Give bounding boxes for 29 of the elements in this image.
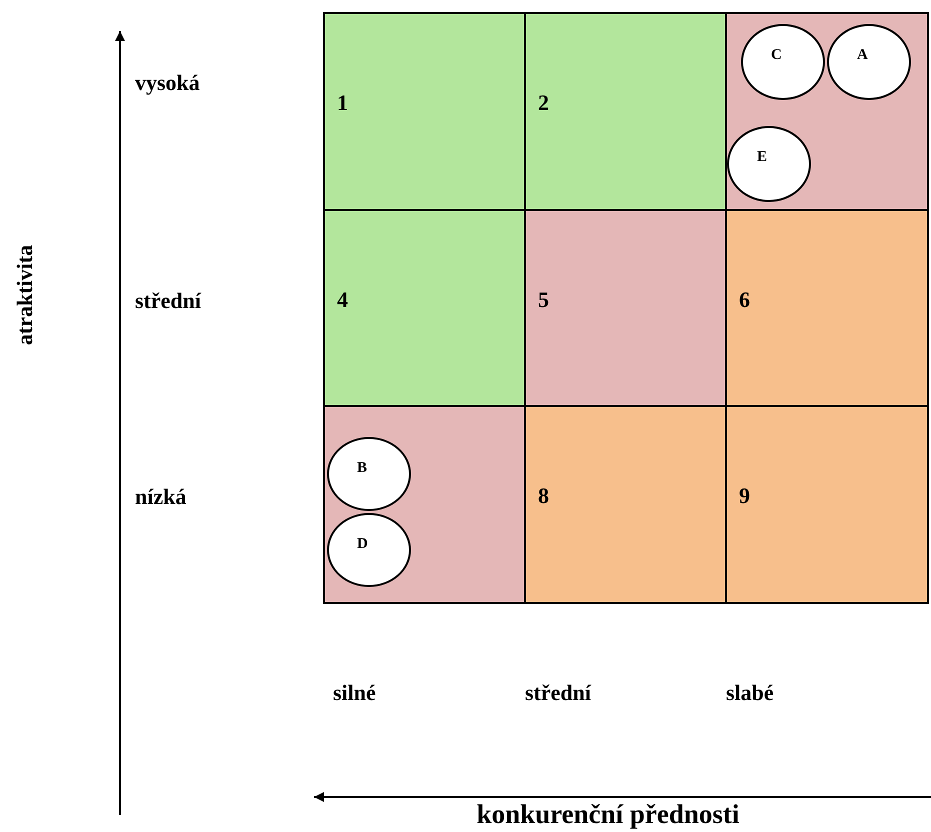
axis-title: konkurenční přednosti xyxy=(476,801,740,828)
column-label: slabé xyxy=(726,682,774,704)
cell-number: 1 xyxy=(337,92,348,114)
circle-letter: D xyxy=(357,537,368,552)
column-label: střední xyxy=(525,682,591,704)
column-label: silné xyxy=(333,682,376,704)
cell-number: 2 xyxy=(538,92,549,114)
circle-letter: C xyxy=(771,48,782,63)
cell-number: 6 xyxy=(739,289,750,311)
matrix-cell xyxy=(725,12,929,211)
row-label: střední xyxy=(135,290,201,312)
circle-letter: B xyxy=(357,461,368,476)
row-label: nízká xyxy=(135,486,186,508)
cell-number: 8 xyxy=(538,485,549,507)
matrix-cell xyxy=(323,12,527,211)
circle-letter: E xyxy=(757,150,768,165)
matrix-cell xyxy=(323,209,527,408)
axis-title: atraktivita xyxy=(14,244,36,346)
matrix-cell xyxy=(323,405,527,604)
row-label: vysoká xyxy=(135,72,200,94)
circle-letter: A xyxy=(857,48,868,63)
matrix-cell xyxy=(725,405,929,604)
cell-number: 4 xyxy=(337,289,348,311)
cell-number: 5 xyxy=(538,289,549,311)
matrix-cell xyxy=(524,12,728,211)
matrix-cell xyxy=(524,209,728,408)
cell-number: 9 xyxy=(739,485,750,507)
matrix-cell xyxy=(524,405,728,604)
matrix-cell xyxy=(725,209,929,408)
